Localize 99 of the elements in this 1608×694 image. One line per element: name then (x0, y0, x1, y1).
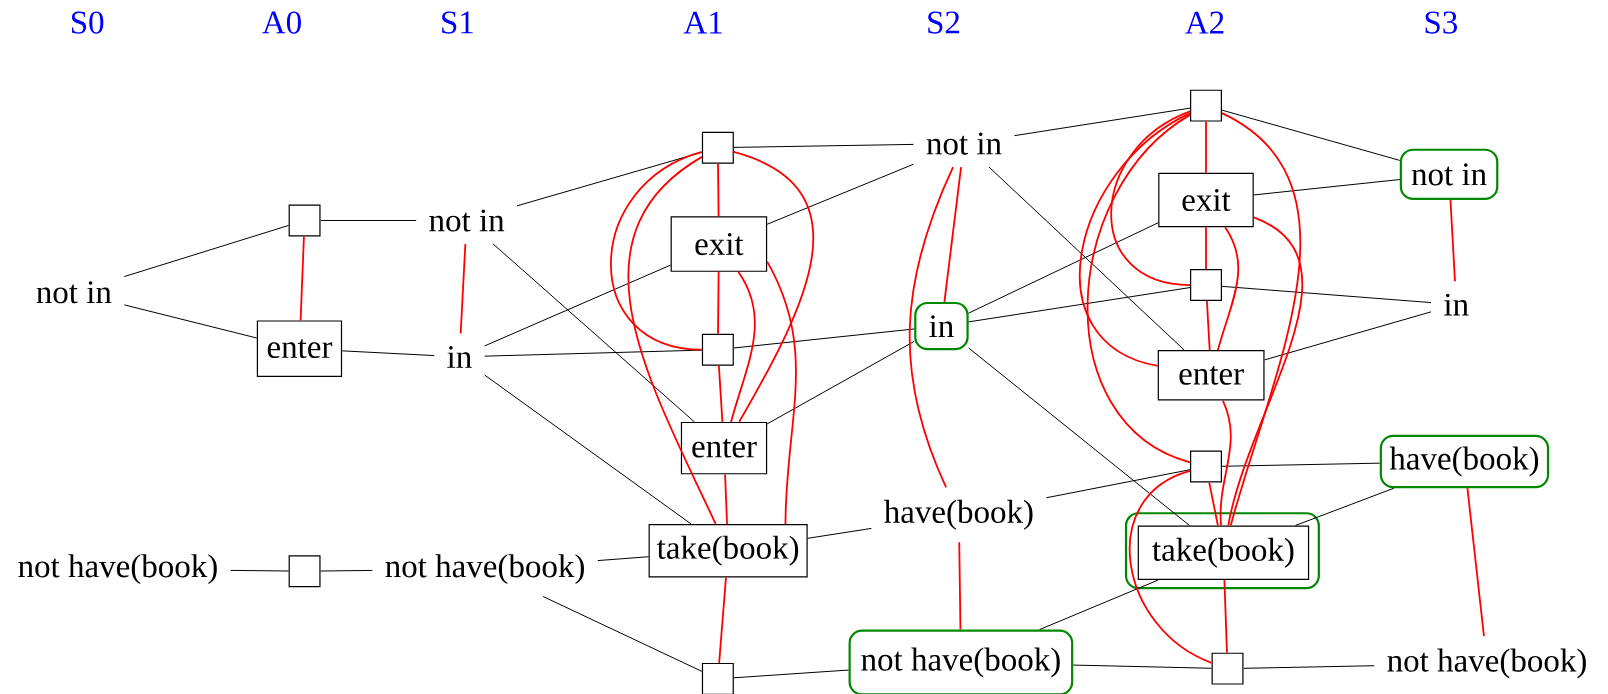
connector-line (123, 224, 290, 277)
connector-line (733, 328, 915, 349)
connector-line (492, 243, 695, 423)
column-heading: S3 (1425, 11, 1457, 34)
connector-line (1466, 487, 1485, 637)
connector-line (1264, 311, 1432, 361)
connector-line (766, 340, 915, 425)
connector-line (1223, 579, 1228, 654)
square-box (288, 204, 321, 237)
connector-line (766, 163, 915, 225)
connector-line (484, 349, 703, 357)
connector-line (1128, 469, 1213, 664)
connector-line (717, 270, 720, 335)
square-box (1190, 268, 1222, 301)
square-box (1190, 450, 1222, 483)
column-heading: A1 (683, 11, 722, 34)
connector-line (1221, 285, 1432, 303)
connector-line (1221, 462, 1381, 467)
state-label: in (447, 345, 472, 368)
state-label: not in (926, 132, 1002, 155)
connector-line (459, 242, 467, 335)
action-box: take(book) (648, 523, 808, 578)
state-label: in (1444, 293, 1469, 316)
state-label: not have(book) (385, 554, 584, 584)
connector-line (230, 569, 290, 572)
goal-box: have(book) (1379, 434, 1550, 489)
connector-line (484, 374, 692, 525)
connector-line (1219, 399, 1232, 527)
square-box (1211, 652, 1244, 685)
connector-line (1253, 178, 1401, 196)
connector-line (1013, 107, 1191, 137)
connector-line (1221, 109, 1401, 161)
connector-line (1221, 112, 1302, 527)
column-heading: S2 (928, 11, 960, 34)
connector-line (1110, 110, 1191, 286)
state-label: have(book) (884, 499, 1033, 530)
state-label: not in (429, 209, 505, 232)
connector-line (542, 595, 703, 672)
goal-box: not in (1399, 148, 1499, 200)
state-label: not have(book) (18, 554, 217, 584)
connector-line (341, 350, 435, 356)
connector-line (597, 556, 650, 561)
connector-line (1206, 300, 1211, 351)
connector-line (733, 143, 915, 148)
connector-line (807, 527, 872, 539)
connector-line (610, 150, 703, 351)
connector-line (1078, 112, 1191, 367)
connector-line (123, 304, 258, 339)
connector-line (299, 235, 305, 322)
connector-line (988, 166, 1185, 351)
connector-line (1208, 481, 1219, 527)
connector-line (1072, 664, 1213, 669)
connector-line (908, 166, 954, 489)
action-box: enter (256, 320, 343, 377)
column-heading: A0 (262, 11, 301, 34)
goal-box: not have(book) (848, 629, 1074, 694)
square-box (1190, 89, 1222, 122)
connector-line (1205, 226, 1207, 270)
connector-line (943, 166, 962, 303)
action-box: enter (1157, 350, 1265, 401)
column-heading: A2 (1185, 11, 1224, 34)
connector-line (1217, 226, 1240, 351)
goal-box: in (914, 301, 969, 351)
square-box (288, 555, 321, 588)
connector-line (484, 264, 672, 347)
connector-line (968, 347, 1191, 526)
connector-line (1039, 579, 1159, 630)
column-heading: S0 (71, 11, 104, 34)
column-heading: S1 (442, 11, 473, 34)
connector-line (730, 270, 756, 423)
connector-line (1045, 469, 1191, 499)
action-box: exit (670, 216, 768, 272)
connector-line (627, 155, 717, 525)
connector-line (733, 669, 850, 679)
connector-line (968, 286, 1191, 323)
connector-line (968, 222, 1159, 314)
connector-line (1243, 665, 1375, 669)
action-box: exit (1158, 172, 1254, 228)
state-label: not in (36, 281, 112, 304)
square-box (701, 333, 734, 366)
outline-box (1124, 512, 1320, 590)
square-box (701, 131, 734, 164)
state-label: not have(book) (1387, 648, 1586, 679)
connector-line (320, 219, 417, 221)
connector-line (732, 150, 815, 423)
connector-line (1227, 216, 1304, 527)
connector-line (1086, 113, 1191, 464)
connector-line (958, 541, 962, 631)
connector-line (1449, 199, 1456, 282)
connector-line (718, 576, 727, 664)
connector-line (724, 473, 728, 525)
connector-line (766, 260, 797, 525)
connector-line (717, 364, 724, 423)
connector-line (1294, 487, 1395, 526)
action-box: enter (680, 421, 768, 475)
connector-line (320, 569, 373, 572)
connector-line (717, 162, 720, 218)
action-box: take(book) (1137, 525, 1310, 580)
connector-line (1205, 120, 1207, 174)
